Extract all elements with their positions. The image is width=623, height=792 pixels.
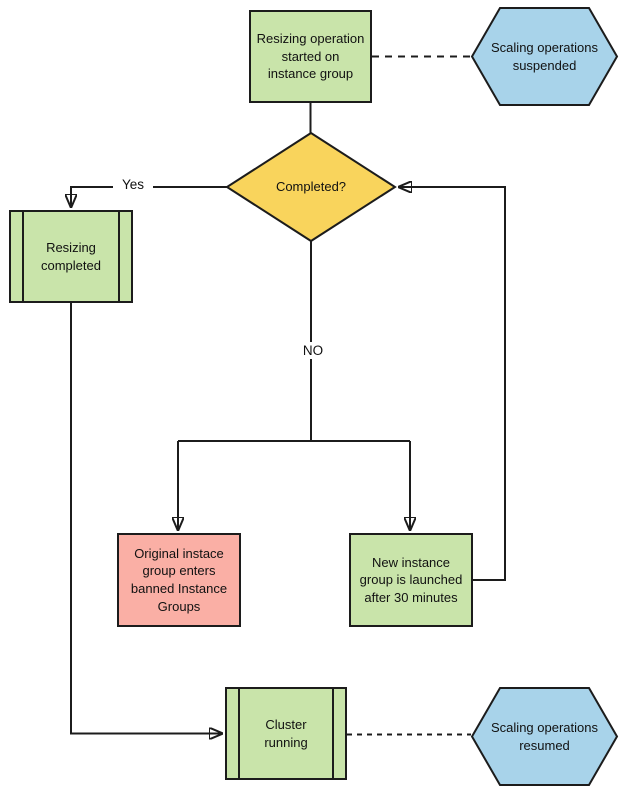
node-resizing-completed-label: Resizing completed xyxy=(41,239,101,273)
node-cluster-running-label: Cluster running xyxy=(264,716,308,750)
edge-decision-no-trunk xyxy=(178,241,410,442)
edge-decision-yes xyxy=(71,186,227,207)
edge-label-yes: Yes xyxy=(113,176,153,193)
node-new-instance-group-label: New instance group is launched after 30 … xyxy=(359,554,463,605)
node-resizing-completed: Resizing completed xyxy=(9,210,133,303)
node-resizing-started: Resizing operation started on instance g… xyxy=(249,10,372,103)
node-cluster-running: Cluster running xyxy=(225,687,347,780)
decision-completed-shape xyxy=(225,131,397,243)
node-banned-groups: Original instace group enters banned Ins… xyxy=(117,533,241,627)
hexagon-suspended-shape xyxy=(470,7,619,106)
edge-newgroup-to-decision xyxy=(399,187,506,581)
hexagon-resumed-shape xyxy=(470,687,619,786)
edge-resizing-to-cluster xyxy=(70,303,222,734)
edge-label-no: NO xyxy=(296,342,330,359)
node-new-instance-group: New instance group is launched after 30 … xyxy=(349,533,473,627)
node-resizing-started-label: Resizing operation started on instance g… xyxy=(256,31,365,82)
node-banned-groups-label: Original instace group enters banned Ins… xyxy=(130,545,228,614)
